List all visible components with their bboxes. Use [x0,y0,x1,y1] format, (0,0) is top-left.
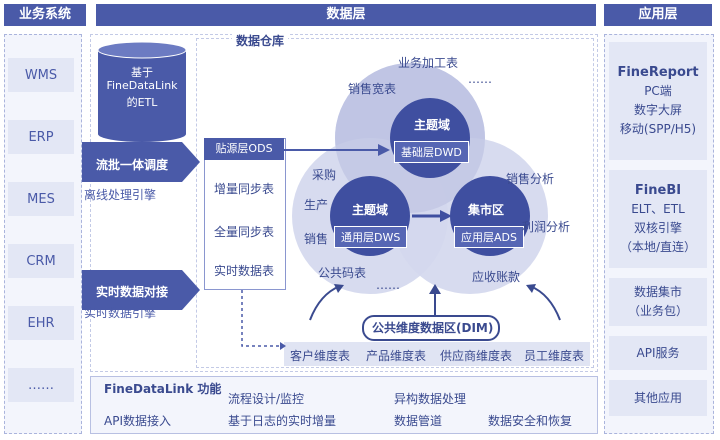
label-production: 生产 [304,198,329,212]
system-crm: CRM [8,244,74,278]
app-data-mart-line1: 数据集市 [633,285,682,299]
flow-realtime-sub: 实时数据引擎 [84,306,157,320]
system-ehr: EHR [8,306,74,340]
flow-arrow-batch [82,142,200,182]
app-data-mart: 数据集市 （业务包） [609,278,707,326]
label-sales-analysis: 销售分析 [506,172,555,186]
dim-strip [284,342,590,366]
dim-item-product: 产品维度表 [366,349,427,363]
dws-chip: 通用层DWS [334,226,408,248]
system-more: …… [8,368,74,402]
app-finebi: FineBI ELT、ETL 双核引擎 （本地/直连） [609,170,707,268]
fdl-item-pipeline: 数据管道 [394,414,443,428]
label-business-table: 业务加工表 [398,56,459,70]
business-systems-panel [4,34,82,434]
connector-ods-dim [241,290,286,350]
ods-item-full: 全量同步表 [214,225,275,239]
app-finereport: FineReport PC端 数字大屏 移动(SPP/H5) [609,42,707,160]
system-mes: MES [8,182,74,216]
dws-title: 主题域 [352,203,389,217]
label-purchase: 采购 [312,168,337,182]
app-data-mart-line2: （业务包） [627,304,688,318]
label-receivables: 应收账款 [472,270,521,284]
app-finebi-line2: 双核引擎 [633,221,682,235]
flow-batch-sub: 离线处理引擎 [84,188,157,202]
ods-box [204,138,286,290]
dim-title-box [362,315,500,341]
ods-item-incremental: 增量同步表 [214,182,275,196]
header-app-layer: 应用层 [604,4,712,26]
fdl-title: FineDataLink 功能 [104,382,222,396]
dim-title: 公共维度数据区(DIM) [372,321,494,335]
dim-item-employee: 员工维度表 [524,349,585,363]
ods-title: 贴源层ODS [204,138,284,160]
fdl-item-security: 数据安全和恢复 [488,414,573,428]
dim-item-supplier: 供应商维度表 [440,349,513,363]
ads-title: 集市区 [468,203,505,217]
label-profit-analysis: 利润分析 [522,220,571,234]
app-finereport-line3: 移动(SPP/H5) [619,122,697,136]
flow-batch-title: 流批一体调度 [96,158,169,172]
app-api-service-label: API服务 [636,345,680,360]
app-finereport-line1: PC端 [644,84,672,98]
app-finereport-line2: 数字大屏 [633,103,682,117]
header-data-layer: 数据层 [96,4,596,26]
fdl-item-hetero: 异构数据处理 [394,392,467,406]
dwd-title: 主题域 [414,118,451,132]
fdl-item-log: 基于日志的实时增量 [228,414,337,428]
dim-item-customer: 客户维度表 [290,349,351,363]
app-finebi-title: FineBI [634,183,682,198]
label-dots-bottom: …… [376,278,400,292]
fdl-item-api: API数据接入 [104,414,171,428]
header-business-systems: 业务系统 [4,4,86,26]
dwd-chip: 基础层DWD [394,141,469,163]
label-public-code: 公共码表 [318,266,367,280]
app-finebi-line1: ELT、ETL [631,202,685,216]
system-erp: ERP [8,120,74,154]
label-sales: 销售 [304,232,329,246]
label-dots-top: …… [468,72,492,86]
warehouse-label: 数据仓库 [232,32,289,49]
app-finereport-title: FineReport [617,65,699,80]
arrow-ods-to-dwd [284,144,390,156]
etl-line3: 的ETL [126,96,158,109]
label-sales-wide: 销售宽表 [348,82,397,96]
etl-cylinder [97,41,187,142]
ads-chip: 应用层ADS [454,226,524,248]
ods-item-realtime: 实时数据表 [214,264,275,278]
app-api-service: API服务 [609,336,707,370]
fdl-item-flow: 流程设计/监控 [228,392,305,406]
system-wms: WMS [8,58,74,92]
etl-line2: FineDataLink [106,79,178,92]
fdl-panel [90,376,598,434]
app-other-label: 其他应用 [633,390,682,405]
app-finebi-line3: （本地/直连） [619,240,697,254]
flow-realtime-title: 实时数据对接 [96,285,169,299]
flow-arrow-realtime [82,270,200,310]
etl-line1: 基于 [131,66,153,79]
app-other: 其他应用 [609,380,707,416]
